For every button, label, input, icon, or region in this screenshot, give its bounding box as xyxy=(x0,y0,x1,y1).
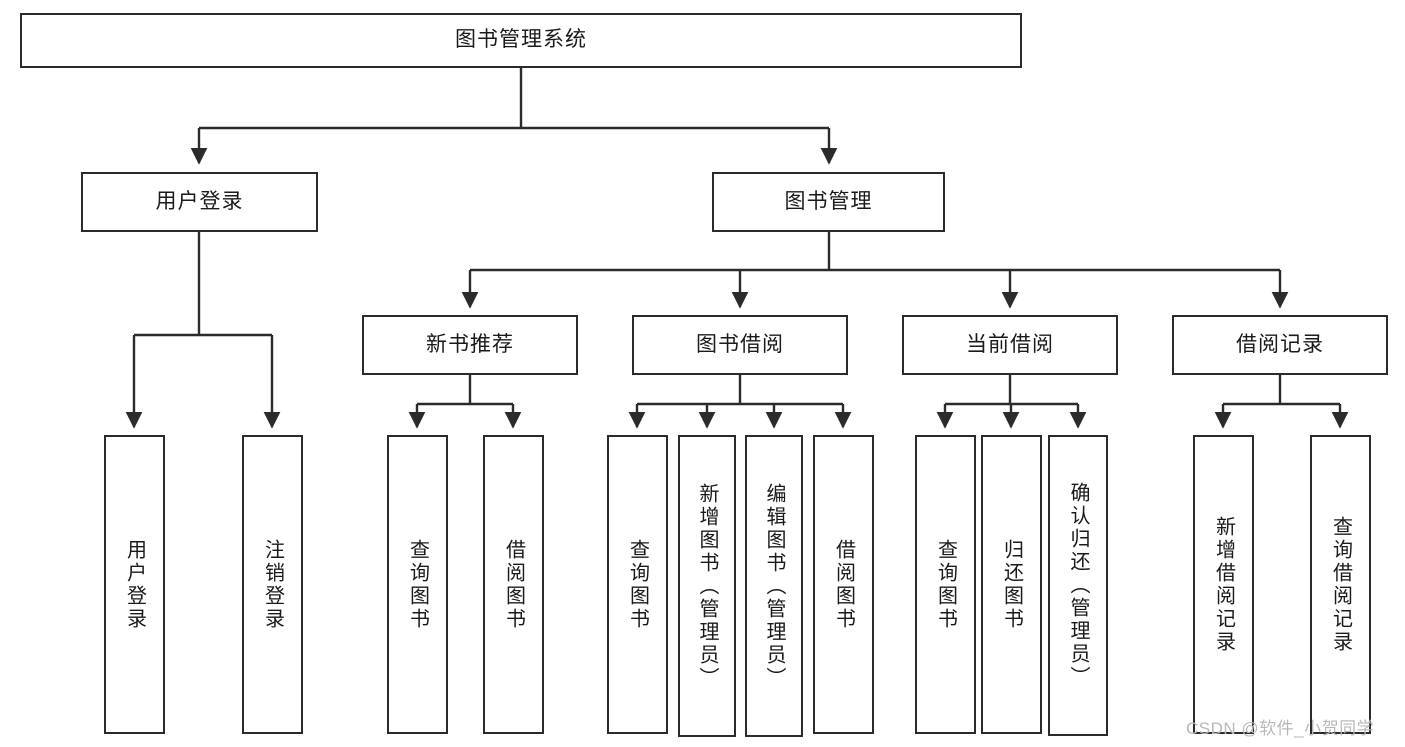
node-new-book-recommend-label: 新书推荐 xyxy=(426,332,514,356)
node-user-login[interactable]: 用户登录 xyxy=(81,172,318,232)
leaf-borrow-borrow-book[interactable]: 借阅图书 xyxy=(813,435,874,734)
leaf-user-login-login-label: 用户登录 xyxy=(123,538,146,631)
node-borrow-record-label: 借阅记录 xyxy=(1236,332,1324,356)
leaf-user-login-logout[interactable]: 注销登录 xyxy=(242,435,303,734)
leaf-current-query-book-label: 查询图书 xyxy=(934,538,957,631)
node-current-borrow[interactable]: 当前借阅 xyxy=(902,315,1118,375)
leaf-new-book-borrow-label: 借阅图书 xyxy=(502,538,525,631)
leaf-borrow-edit-book-admin-label: 编辑图书（管理员） xyxy=(763,482,785,690)
leaf-new-book-query[interactable]: 查询图书 xyxy=(387,435,448,734)
node-book-borrow-label: 图书借阅 xyxy=(696,332,784,356)
leaf-new-book-query-label: 查询图书 xyxy=(406,538,429,631)
leaf-current-return-book[interactable]: 归还图书 xyxy=(981,435,1042,734)
node-current-borrow-label: 当前借阅 xyxy=(966,332,1054,356)
leaf-record-add-record-label: 新增借阅记录 xyxy=(1212,515,1235,654)
leaf-borrow-edit-book-admin[interactable]: 编辑图书（管理员） xyxy=(745,435,803,737)
leaf-current-confirm-return-admin[interactable]: 确认归还（管理员） xyxy=(1048,435,1108,736)
leaf-borrow-borrow-book-label: 借阅图书 xyxy=(832,538,855,631)
leaf-record-query-record-label: 查询借阅记录 xyxy=(1329,515,1352,654)
leaf-user-login-login[interactable]: 用户登录 xyxy=(104,435,165,734)
leaf-user-login-logout-label: 注销登录 xyxy=(261,538,284,631)
leaf-borrow-add-book-admin-label: 新增图书（管理员） xyxy=(696,482,718,690)
leaf-current-confirm-return-admin-label: 确认归还（管理员） xyxy=(1067,482,1089,689)
leaf-current-return-book-label: 归还图书 xyxy=(1000,538,1023,631)
node-root-system-label: 图书管理系统 xyxy=(455,28,587,52)
node-book-management[interactable]: 图书管理 xyxy=(712,172,945,232)
leaf-borrow-query-book-label: 查询图书 xyxy=(626,538,649,631)
leaf-current-query-book[interactable]: 查询图书 xyxy=(915,435,976,734)
node-borrow-record[interactable]: 借阅记录 xyxy=(1172,315,1388,375)
leaf-borrow-query-book[interactable]: 查询图书 xyxy=(607,435,668,734)
leaf-record-query-record[interactable]: 查询借阅记录 xyxy=(1310,435,1371,734)
leaf-borrow-add-book-admin[interactable]: 新增图书（管理员） xyxy=(678,435,736,737)
node-root-system[interactable]: 图书管理系统 xyxy=(20,13,1022,68)
leaf-new-book-borrow[interactable]: 借阅图书 xyxy=(483,435,544,734)
leaf-record-add-record[interactable]: 新增借阅记录 xyxy=(1193,435,1254,734)
node-book-borrow[interactable]: 图书借阅 xyxy=(632,315,848,375)
node-new-book-recommend[interactable]: 新书推荐 xyxy=(362,315,578,375)
node-book-management-label: 图书管理 xyxy=(784,189,873,213)
node-user-login-label: 用户登录 xyxy=(155,189,244,213)
